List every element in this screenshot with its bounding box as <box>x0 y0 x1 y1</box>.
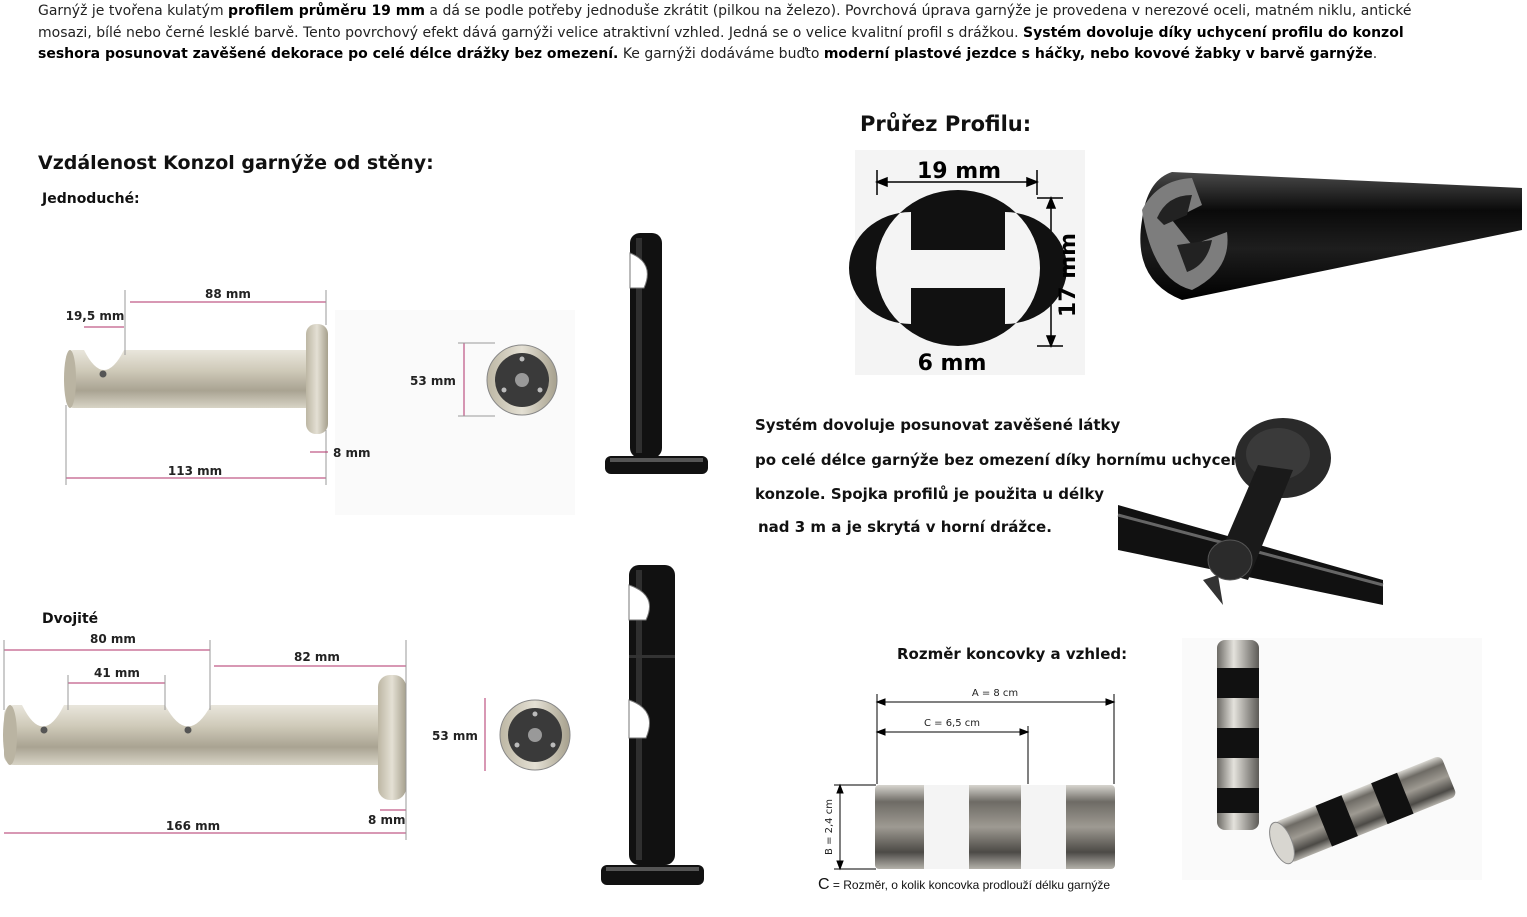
endcap-dim-a: A = 8 cm <box>972 688 1018 699</box>
single-bracket-wall-plate <box>306 324 328 434</box>
single-bracket-slot <box>84 350 124 370</box>
double-dim-166: 166 mm <box>166 819 220 833</box>
brackets-heading: Vzdálenost Konzol garnýže od stěny: <box>38 152 434 174</box>
single-dim-19-5: 19,5 mm <box>66 309 125 323</box>
single-bracket-rod <box>66 350 314 408</box>
endcap-dim-c: C = 6,5 cm <box>924 718 980 729</box>
profile-shape <box>849 190 1067 346</box>
system-line-4: nad 3 m a je skrytá v horní drážce. <box>758 518 1052 536</box>
intro-text-3: Ke garnýži dodáváme buďto <box>618 46 824 62</box>
intro-paragraph: Garnýž je tvořena kulatým profilem průmě… <box>38 1 1438 66</box>
intro-text-2: a dá se podle potřeby jednoduše zkrátit … <box>38 3 1412 41</box>
mounted-rod-photo <box>1117 418 1384 605</box>
single-dim-53: 53 mm <box>410 374 456 388</box>
intro-text-4: . <box>1372 46 1378 62</box>
double-bracket-rod <box>4 705 390 765</box>
endcap-heading: Rozměr koncovky a vzhled: <box>897 645 1128 663</box>
single-bracket-diagram: 113 mm 88 mm 19,5 mm 8 mm 53 mm <box>64 287 558 485</box>
double-bracket-label: Dvojité <box>42 611 99 627</box>
profile-cross-section: 19 mm 6 mm 17 mm <box>849 150 1085 376</box>
single-dim-88: 88 mm <box>205 287 251 301</box>
double-black-bracket <box>601 565 704 885</box>
endcap-dim-b: B = 2,4 cm <box>824 799 835 855</box>
endcap-body <box>875 785 1115 869</box>
profile-heading: Průřez Profilu: <box>860 112 1032 136</box>
intro-bold-3: moderní plastové jezdce s háčky, nebo ko… <box>823 46 1373 62</box>
single-dim-113: 113 mm <box>168 464 222 478</box>
double-dim-53: 53 mm <box>432 729 478 743</box>
endcap-diagram: A = 8 cm C = 6,5 cm B = 2,4 cm <box>824 688 1116 871</box>
double-dim-80: 80 mm <box>90 632 136 646</box>
system-line-3: konzole. Spojka profilů je použita u dél… <box>755 485 1105 503</box>
profile-height-label: 17 mm <box>1056 233 1081 317</box>
single-black-bracket <box>605 233 708 474</box>
system-line-2: po celé délce garnýže bez omezení díky h… <box>755 451 1247 469</box>
endcap-note-letter: C <box>818 876 830 893</box>
double-bracket-slot-1 <box>22 705 64 727</box>
single-bracket-label: Jednoduché: <box>42 191 140 207</box>
double-bracket-diagram: 80 mm 41 mm 82 mm 166 mm 8 mm 53 mm <box>3 632 571 840</box>
endcap-photo <box>1182 638 1482 880</box>
endcap-note-text: = Rozměr, o kolik koncovka prodlouží dél… <box>829 878 1111 892</box>
double-bracket-dimlines <box>3 640 486 840</box>
single-bracket-dimlines <box>65 290 495 485</box>
double-dim-41: 41 mm <box>94 666 140 680</box>
intro-text-1: Garnýž je tvořena kulatým <box>38 3 229 19</box>
system-line-1: Systém dovoluje posunovat zavěšené látky <box>755 416 1121 434</box>
double-bracket-wall-plate <box>378 675 406 800</box>
double-dim-82: 82 mm <box>294 650 340 664</box>
double-dim-8: 8 mm <box>368 813 406 827</box>
profile-width-label: 19 mm <box>917 159 1001 184</box>
profile-gap-label: 6 mm <box>918 351 987 376</box>
single-dim-8: 8 mm <box>333 446 371 460</box>
endcap-note: C = Rozměr, o kolik koncovka prodlouží d… <box>818 876 1110 894</box>
black-rod-photo <box>1140 172 1522 300</box>
intro-bold-1: profilem průměru 19 mm <box>228 3 425 19</box>
double-bracket-slot-2 <box>165 705 211 727</box>
intro-bold-2: Systém dovoluje díky uchycení profilu do… <box>38 24 1404 63</box>
